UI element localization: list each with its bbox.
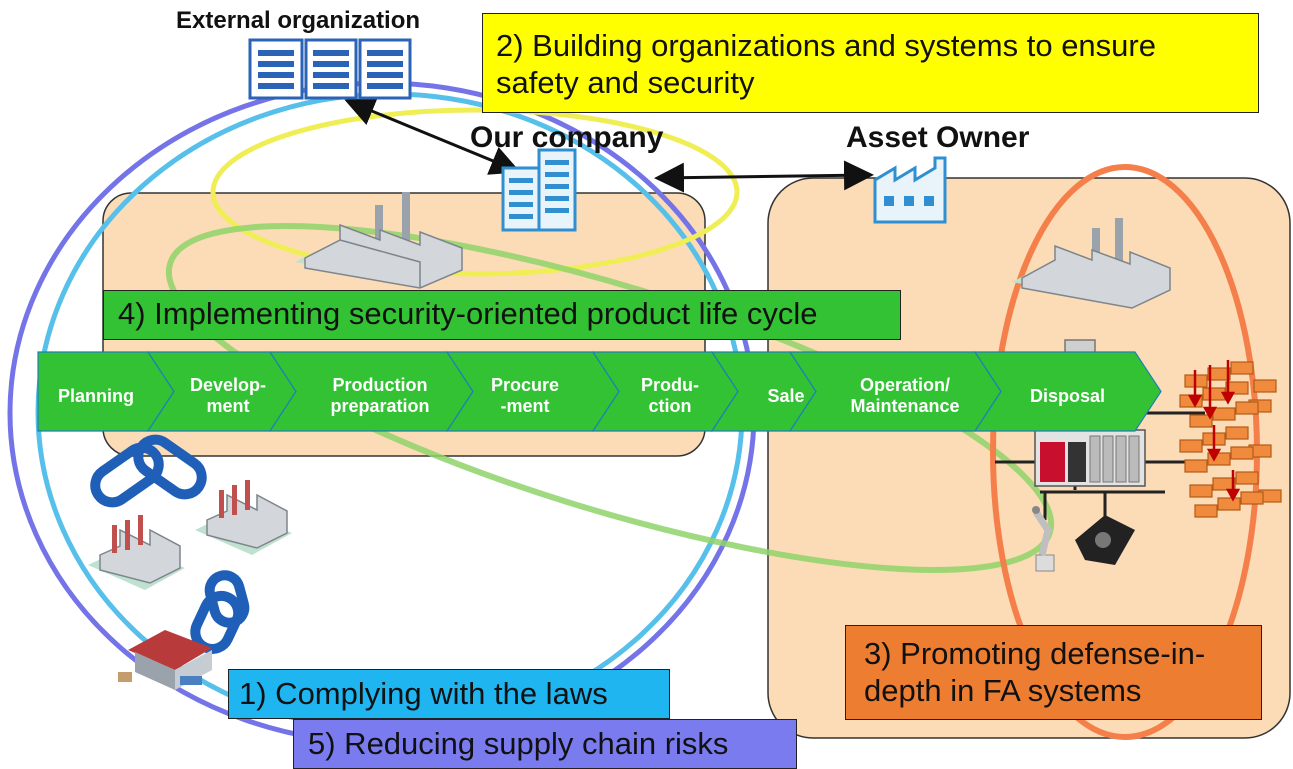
factory-icon [295, 192, 463, 289]
complying-laws-text: 1) Complying with the laws [239, 676, 608, 711]
stage-planning: Planning [58, 385, 134, 406]
robot-arm-icon [1032, 506, 1055, 572]
product-lifecycle-box: 4) Implementing security-oriented produc… [103, 290, 901, 340]
lifecycle-chevron-band [37, 351, 1162, 432]
our-company-label: Our company [470, 121, 664, 154]
safety-organization-box: 2) Building organizations and systems to… [482, 13, 1259, 113]
external-to-company-arrow [344, 97, 521, 175]
stage-production-preparation: Production preparation [330, 375, 430, 416]
external-organization-label: External organization [176, 7, 421, 34]
asset-owner-factory-icon [873, 156, 947, 224]
attack-arrows [1187, 360, 1241, 502]
stage-disposal: Disposal [1029, 385, 1106, 406]
supply-chain-text: 5) Reducing supply chain risks [308, 726, 729, 761]
defense-in-depth-box: 3) Promoting defense-in-depth in FA syst… [845, 625, 1262, 720]
stage-operation-maintenance: Operation/ Maintenance [850, 375, 960, 416]
stage-sale: Sale [767, 385, 805, 406]
product-lifecycle-text: 4) Implementing security-oriented produc… [118, 296, 818, 331]
supplier-factory-icon [88, 480, 292, 590]
asset-owner-plant-icon [1012, 218, 1171, 309]
firewall-icon [1179, 361, 1282, 518]
safety-organization-text: 2) Building organizations and systems to… [496, 28, 1156, 100]
office-building-icon [248, 38, 412, 100]
servo-motor-icon [1075, 515, 1135, 565]
asset-owner-label: Asset Owner [846, 121, 1030, 154]
defense-in-depth-text: 3) Promoting defense-in-depth in FA syst… [864, 636, 1206, 708]
stage-development: Develop- ment [189, 375, 267, 416]
company-building-icon [501, 148, 577, 232]
complying-laws-box: 1) Complying with the laws [228, 669, 670, 719]
company-to-owner-arrow [654, 160, 874, 193]
stage-production: Produ- ction [641, 375, 699, 416]
lifecycle-chevron [973, 351, 1162, 432]
warehouse-icon [118, 630, 212, 690]
supply-chain-box: 5) Reducing supply chain risks [293, 719, 797, 769]
stage-procurement: Procure -ment [490, 375, 560, 416]
